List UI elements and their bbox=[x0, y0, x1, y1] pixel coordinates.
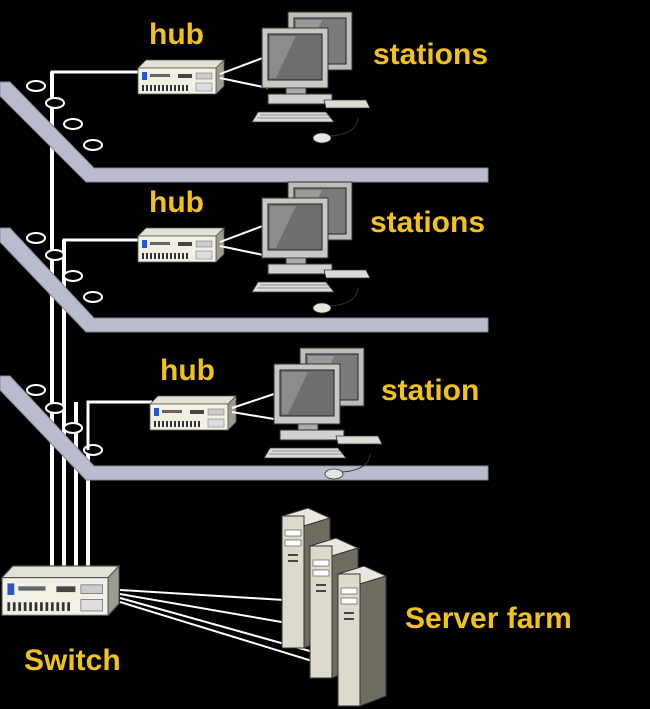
floor-3-station-links bbox=[231, 391, 281, 421]
floor-1-hub-icon bbox=[137, 59, 225, 95]
floor-3-slab bbox=[0, 375, 489, 481]
floor-1-uplink bbox=[50, 70, 140, 96]
floor-1-station-links bbox=[219, 55, 269, 89]
floor-2-station-links bbox=[219, 223, 269, 257]
floor-1-computer-icon bbox=[251, 11, 371, 144]
floor-2-hub-label: hub bbox=[149, 186, 204, 219]
floor-1 bbox=[0, 11, 489, 183]
floor-2 bbox=[0, 181, 489, 333]
floor-1-cable-holes bbox=[26, 80, 103, 151]
floor-2-computer-icon bbox=[251, 181, 371, 314]
server-farm bbox=[281, 507, 387, 707]
floor-2-cable-holes bbox=[26, 232, 103, 303]
floor-2-hub-icon bbox=[137, 227, 225, 263]
switch-label: Switch bbox=[24, 644, 121, 677]
floor-1-slab bbox=[0, 81, 489, 183]
floor-1-stations-label: stations bbox=[373, 38, 489, 71]
switch-icon bbox=[1, 565, 120, 617]
floor-3-computer-icon bbox=[263, 347, 383, 480]
floor-3-hub-icon bbox=[149, 395, 237, 431]
floor-3 bbox=[0, 347, 489, 481]
floor-3-station-label: station bbox=[381, 374, 480, 407]
floor-2-stations-label: stations bbox=[370, 206, 486, 239]
floor-1-hub-label: hub bbox=[149, 18, 204, 51]
floor-2-uplink bbox=[62, 238, 140, 266]
floor-2-slab bbox=[0, 227, 489, 333]
server-tower-icon bbox=[337, 565, 387, 707]
server-farm-label: Server farm bbox=[405, 602, 572, 635]
floor-3-uplink bbox=[86, 400, 152, 450]
floor-3-hub-label: hub bbox=[160, 354, 215, 387]
